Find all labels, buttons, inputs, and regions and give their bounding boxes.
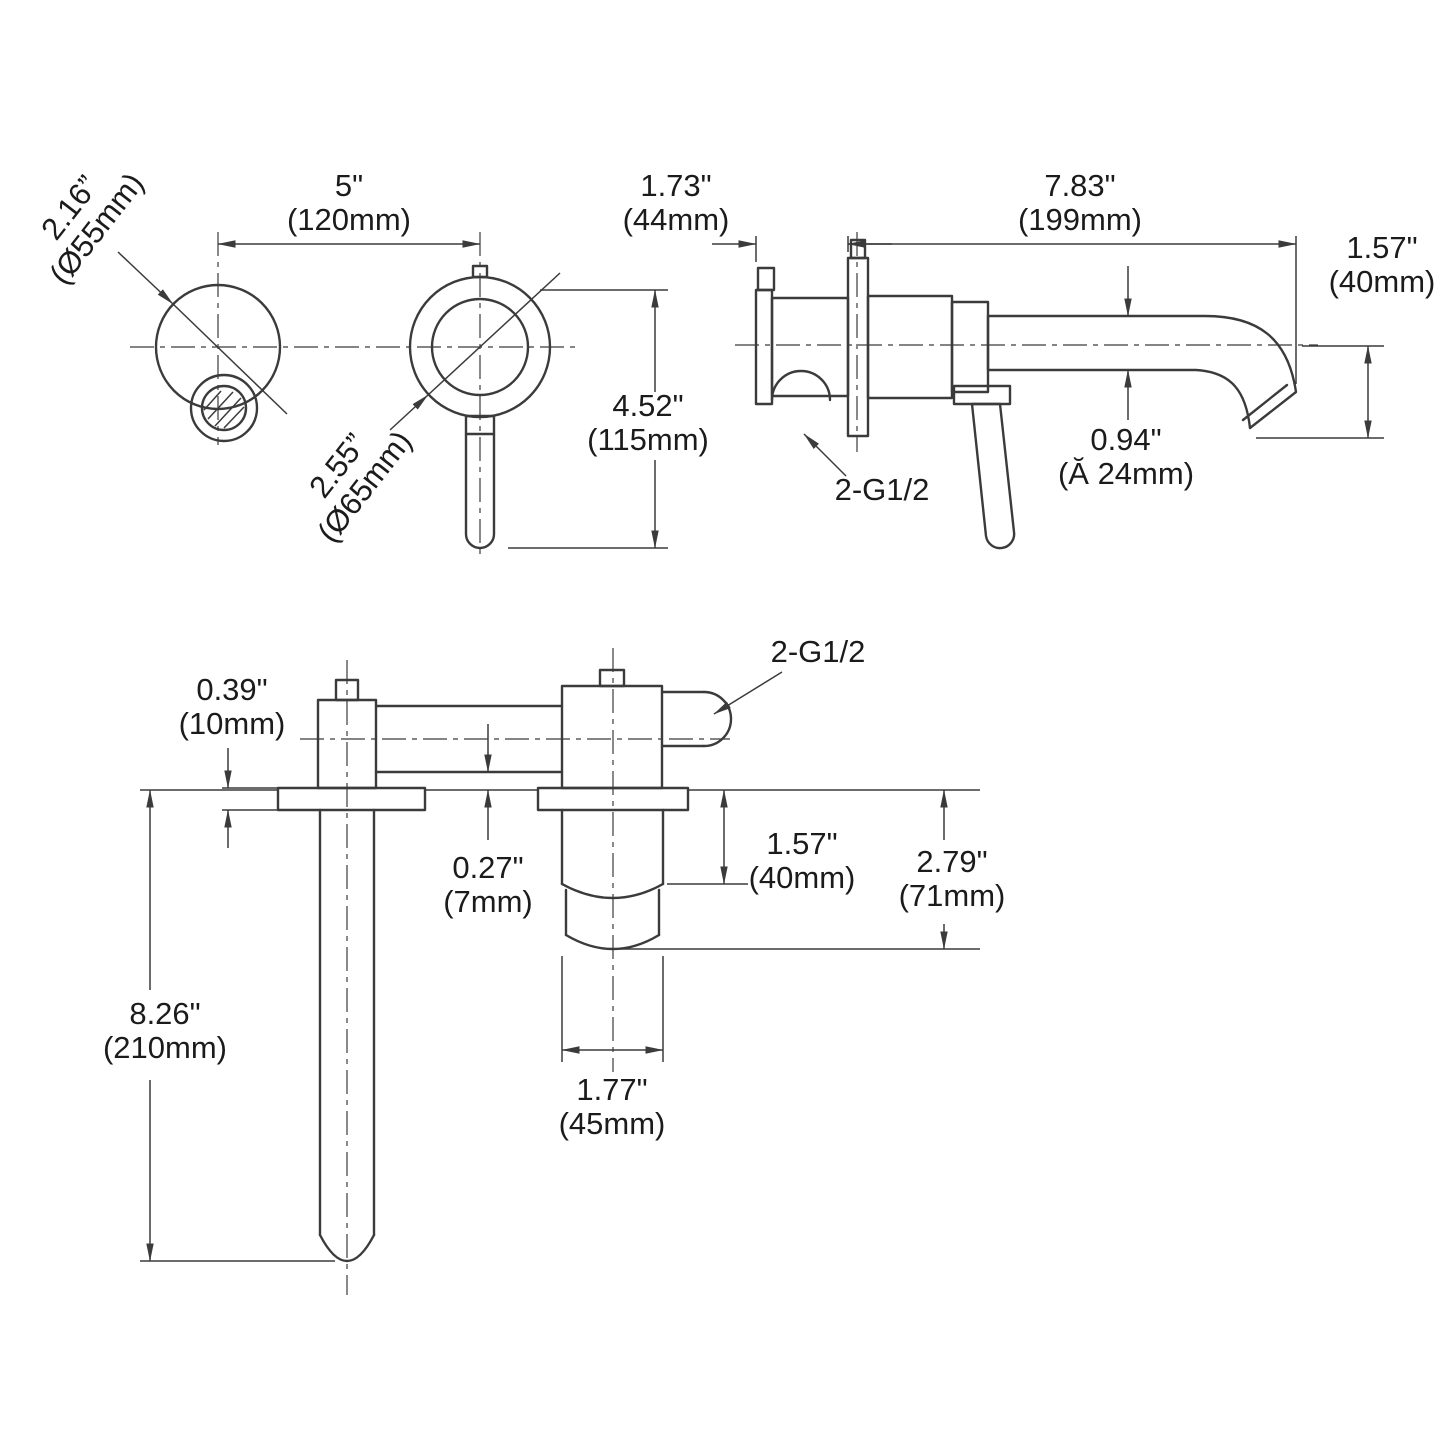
valve-housing [560,684,664,790]
dim-handle-diameter-label: 2.55” (Ø65mm) [302,424,418,549]
handle-top-notch [471,264,489,279]
dim-front-width-inch: 5" [335,168,363,203]
handle-hub-circle [430,297,530,397]
dim-gap-mm: (7mm) [443,884,533,919]
dim-depth-inch: 1.73" [640,168,711,203]
side-view-dimensions: 1.73" (44mm) 7.83" (199mm) 1.57" (40mm) … [623,168,1436,507]
dim-reach-mm: (199mm) [1018,202,1142,237]
dim-depth40-inch: 1.57" [766,826,837,861]
dim-reach-inch: 7.83" [1044,168,1115,203]
thread-callout-side: 2-G1/2 [835,472,930,507]
bottom-view-dimensions: 0.39" (10mm) 0.27" (7mm) 1.57" (40mm) 2.… [103,634,1006,1262]
dim-depth40-mm: (40mm) [749,860,856,895]
spout-tube [986,314,1298,430]
spout-aerator-circle [200,384,248,432]
spout-flange [276,786,427,812]
dim-spout-diameter-label: 2.16” (Ø55mm) [34,166,150,291]
dim-plate-inch: 0.39" [196,672,267,707]
spout-base-body [866,294,954,400]
dim-tube-dia-inch: 0.94" [1090,422,1161,457]
side-view: 1.73" (44mm) 7.83" (199mm) 1.57" (40mm) … [623,168,1436,550]
bottom-view-centerlines [300,648,730,1295]
bottom-view: 0.39" (10mm) 0.27" (7mm) 1.57" (40mm) 2.… [103,634,1005,1295]
dim-depth-mm: (44mm) [623,202,730,237]
spout-tube-circle [189,373,259,443]
thread-callout-bottom: 2-G1/2 [771,634,866,669]
spout-outlet-edge [1241,383,1289,422]
dim-length-inch: 8.26" [129,996,200,1031]
aerator-hatch-lines [203,390,245,429]
dim-depth71-inch: 2.79" [916,844,987,879]
front-view-dimensions: 5" (120mm) 2.16” (Ø55mm) 2.55” (Ø65mm) 4… [34,166,709,549]
dim-drop-mm: (40mm) [1329,264,1436,299]
handle-connector-side [952,384,1012,406]
dim-front-height-mm: (115mm) [587,422,709,457]
inlet-connection [770,369,832,402]
spout-nut [950,300,990,394]
dim-width45-inch: 1.77" [576,1072,647,1107]
dim-gap-inch: 0.27" [452,850,523,885]
dim-length-mm: (210mm) [103,1030,227,1065]
dim-drop-inch: 1.57" [1346,230,1417,265]
valve-cartridge [560,808,665,951]
valve-backplate [754,288,774,406]
dim-front-height-inch: 4.52" [612,388,683,423]
handle-lever-side [970,402,1016,550]
mount-screw-left [756,266,776,292]
dim-tube-dia-mm: (Ă 24mm) [1058,456,1194,491]
inlet-elbow [660,690,733,748]
valve-flange [536,786,690,812]
wall-escutcheon-side [846,256,870,438]
dim-depth71-mm: (71mm) [899,878,1006,913]
spout-barrel [318,808,376,1263]
side-view-centerlines [735,232,1318,452]
dim-width45-mm: (45mm) [559,1106,666,1141]
bottom-view-body [140,668,980,1263]
dim-plate-mm: (10mm) [179,706,286,741]
dim-front-width-mm: (120mm) [287,202,411,237]
valve-body [770,296,850,398]
side-view-body [754,238,1298,550]
front-view: 5" (120mm) 2.16” (Ø55mm) 2.55” (Ø65mm) 4… [34,166,709,560]
handle-lever-front [464,414,496,550]
front-view-body [154,264,552,550]
mount-screw-right [849,238,867,260]
valve-inlet-tab [598,668,626,688]
